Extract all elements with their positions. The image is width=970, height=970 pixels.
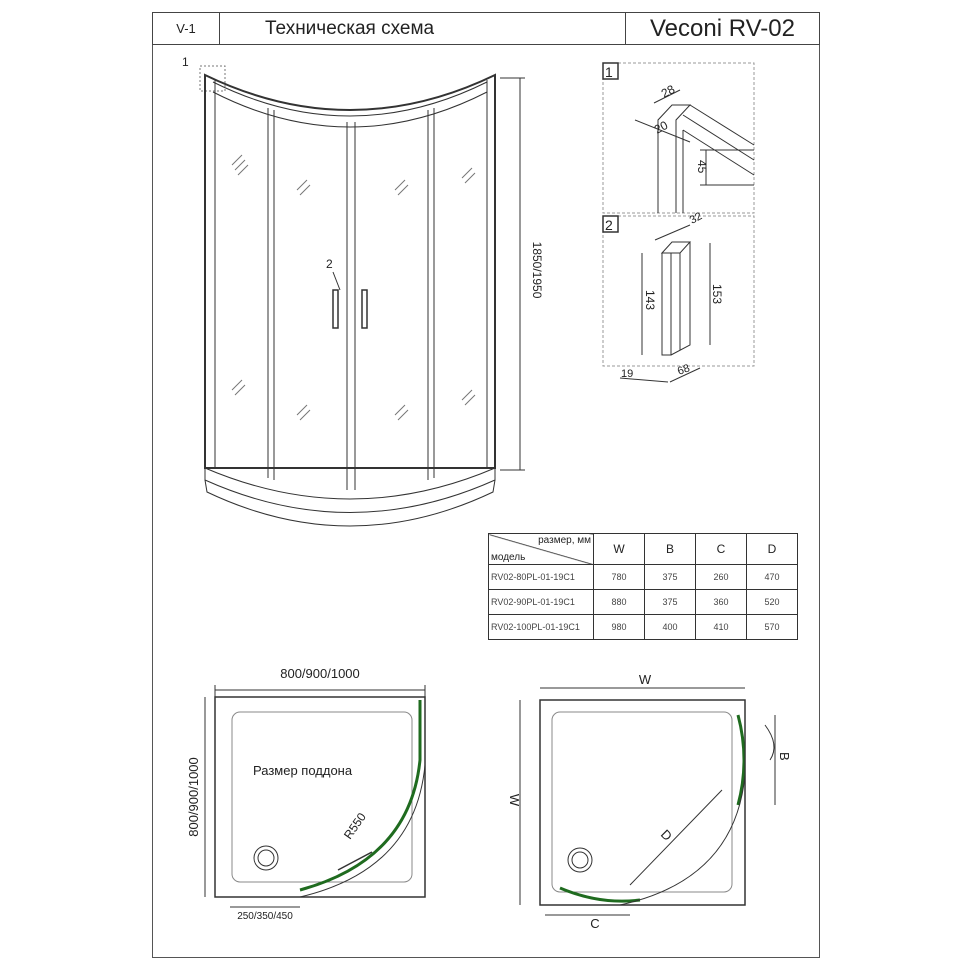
height-dimension: 1850/1950 (530, 242, 544, 299)
handle-left (332, 289, 339, 329)
callout-2: 2 (326, 257, 333, 271)
svg-text:45: 45 (695, 160, 709, 174)
svg-text:2: 2 (605, 217, 613, 233)
tray-size-label: Размер поддона (253, 763, 353, 778)
col-d: D (746, 533, 798, 565)
plan-view-tray: 800/900/1000 800/900/1000 Размер поддона… (186, 666, 426, 922)
svg-text:32: 32 (688, 210, 704, 226)
callout-1: 1 (182, 55, 189, 69)
handle-right (361, 289, 368, 329)
svg-text:W: W (639, 672, 652, 687)
svg-text:C: C (590, 916, 599, 931)
svg-text:153: 153 (710, 284, 724, 304)
table-corner-header: размер, мм модель (488, 533, 594, 565)
shower-elevation: 1 2 1850/1950 (182, 55, 544, 527)
radius-label: R550 (341, 810, 369, 842)
table-row: RV02-90PL-01-19C1 880 375 360 520 (488, 589, 798, 615)
detail-1-frame-profile: 1 28 20 45 (602, 62, 755, 214)
table-row: RV02-100PL-01-19C1 980 400 410 570 (488, 614, 798, 640)
svg-text:20: 20 (652, 118, 671, 137)
detail-2-handle: 2 32 143 153 19 68 (602, 210, 755, 383)
table-row: RV02-80PL-01-19C1 780 375 260 470 (488, 564, 798, 590)
svg-text:19: 19 (621, 368, 633, 380)
model-name: Veconi RV-02 (625, 12, 820, 45)
svg-text:W: W (507, 794, 522, 807)
svg-text:68: 68 (676, 362, 692, 377)
offset-label: 250/350/450 (237, 911, 293, 922)
plan-width: 800/900/1000 (280, 666, 360, 681)
col-c: C (695, 533, 747, 565)
svg-text:B: B (777, 752, 792, 761)
dimensions-table: размер, мм модель W B C D RV02-80PL-01-1… (488, 533, 798, 640)
plan-view-dimensions: W W D B C (507, 672, 792, 931)
plan-depth: 800/900/1000 (186, 757, 201, 837)
col-w: W (593, 533, 645, 565)
col-b: B (644, 533, 696, 565)
svg-text:28: 28 (659, 82, 678, 101)
svg-text:1: 1 (605, 64, 613, 80)
svg-text:143: 143 (643, 290, 657, 310)
